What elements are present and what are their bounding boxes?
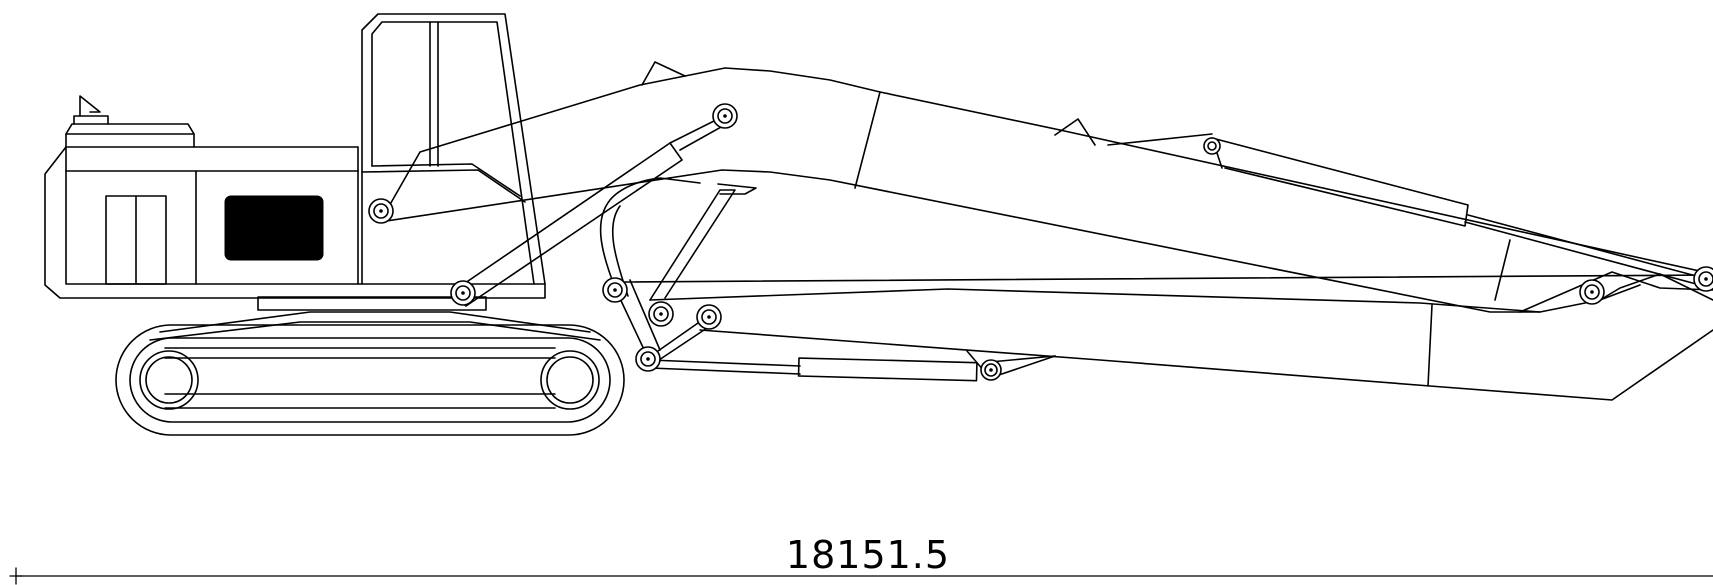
crawler-track (115, 324, 625, 436)
boom (379, 61, 1713, 313)
boom-cylinder (451, 115, 731, 307)
bucket-linkage (599, 177, 757, 363)
engine-door (105, 195, 167, 285)
overall-length-dimension: 18151.5 (9, 533, 1713, 585)
arm-cylinder (1107, 133, 1701, 286)
sprocket-wheel (540, 350, 600, 410)
bucket-cylinder (649, 350, 1056, 382)
pin-joints (368, 103, 1713, 381)
exhaust-pipe (73, 95, 109, 125)
dimension-value: 18151.5 (786, 533, 950, 577)
bucket (1519, 271, 1713, 313)
track-frame (149, 296, 601, 341)
cab-frame (361, 13, 546, 285)
side-window (224, 195, 324, 261)
arm-stick (619, 274, 1713, 401)
idler-wheel (139, 350, 199, 410)
